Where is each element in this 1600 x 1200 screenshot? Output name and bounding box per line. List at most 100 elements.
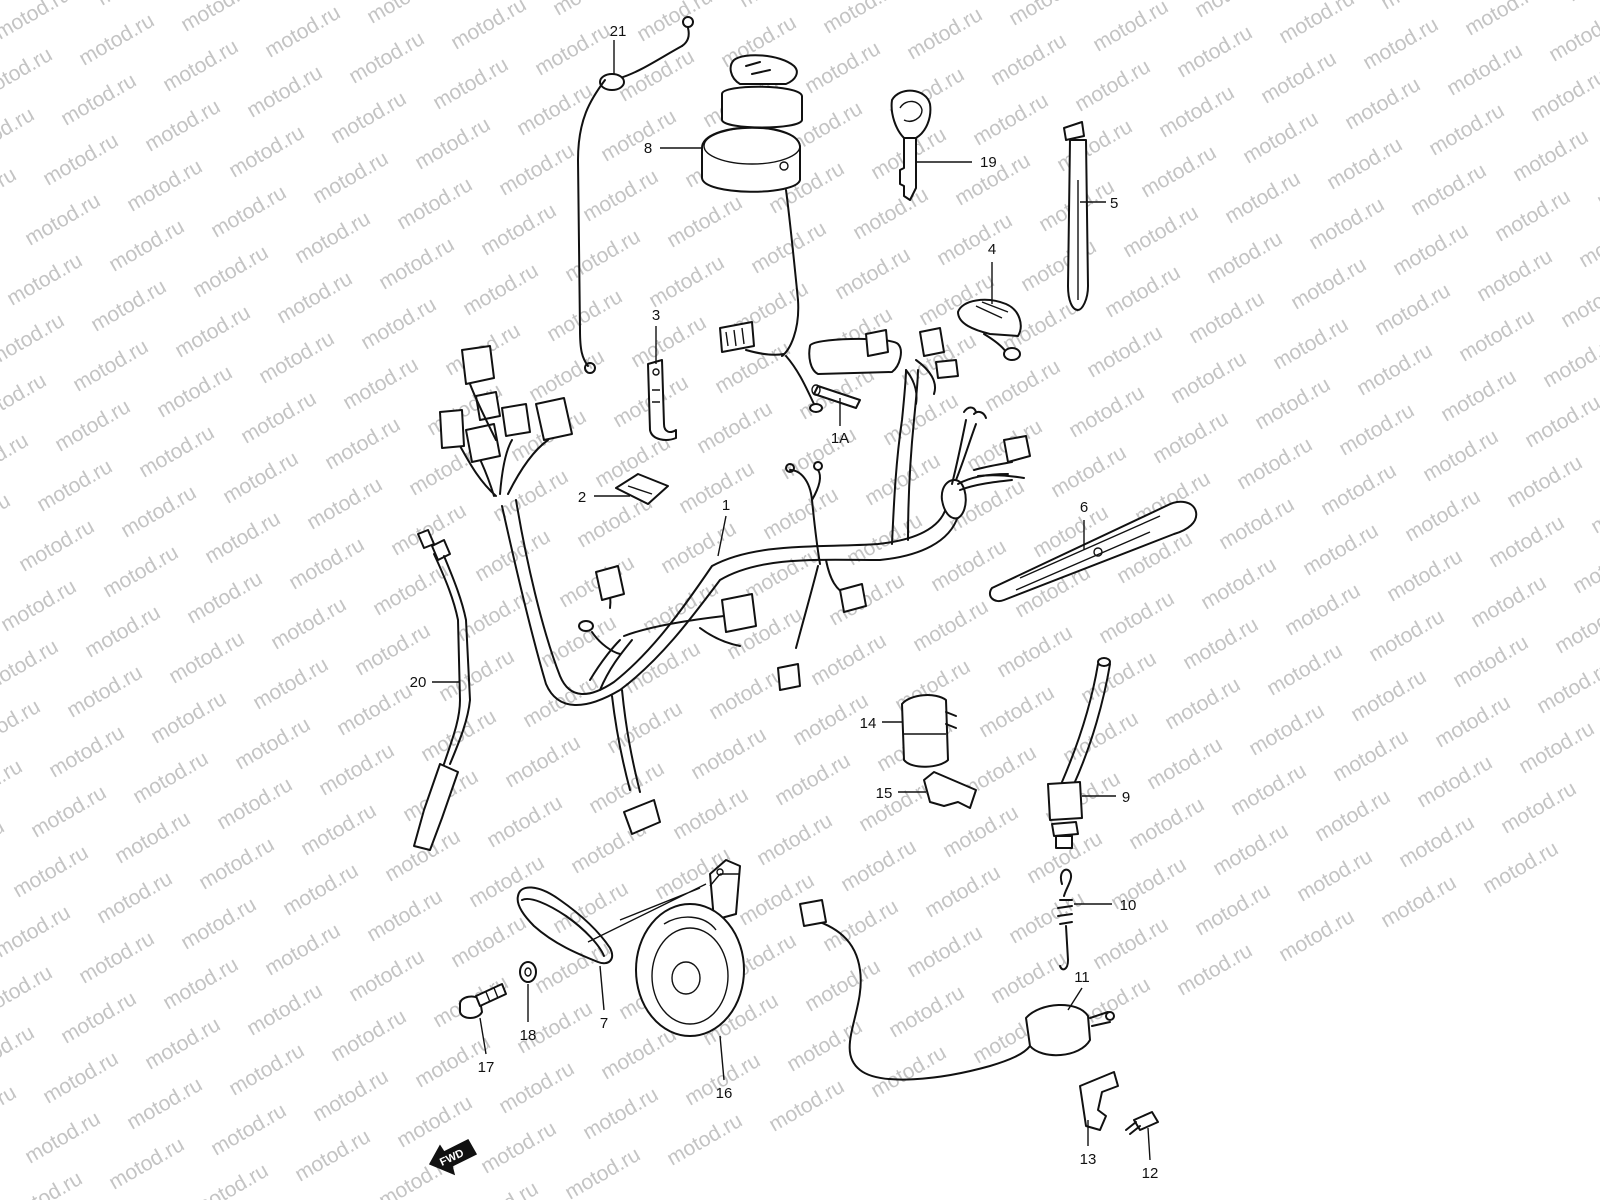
watermark-text: motod.ru (1341, 73, 1424, 134)
watermark-text: motod.ru (903, 3, 986, 64)
watermark-text: motod.ru (1167, 347, 1250, 408)
watermark-text: motod.ru (1269, 313, 1352, 374)
watermark-text: motod.ru (1173, 21, 1256, 82)
watermark-text: motod.ru (825, 569, 908, 630)
watermark-text: motod.ru (561, 1143, 644, 1200)
callout-1: 1 (722, 497, 730, 514)
watermark-text: motod.ru (1491, 185, 1574, 246)
watermark-text: motod.ru (303, 473, 386, 534)
watermark-text: motod.ru (633, 0, 716, 46)
watermark-text: motod.ru (543, 285, 626, 346)
watermark-text: motod.ru (1371, 279, 1454, 340)
watermark-text: motod.ru (1587, 477, 1600, 538)
watermark-text: motod.ru (201, 507, 284, 568)
watermark-text: motod.ru (279, 859, 362, 920)
watermark-text: motod.ru (45, 721, 128, 782)
watermark-text: motod.ru (537, 611, 620, 672)
watermark-text: motod.ru (1101, 261, 1184, 322)
watermark-text: motod.ru (267, 593, 350, 654)
watermark-text: motod.ru (477, 1117, 560, 1178)
watermark-text: motod.ru (801, 37, 884, 98)
watermark-text: motod.ru (9, 841, 92, 902)
watermark-text: motod.ru (1143, 733, 1226, 794)
watermark-text: motod.ru (687, 723, 770, 784)
watermark-text: motod.ru (0, 223, 2, 284)
watermark-text: motod.ru (285, 533, 368, 594)
watermark-text: motod.ru (231, 713, 314, 774)
watermark-text: motod.ru (549, 0, 632, 20)
watermark-text: motod.ru (1515, 717, 1598, 778)
part-9-switch (1047, 657, 1111, 849)
watermark-text: motod.ru (1215, 493, 1298, 554)
callout-12: 12 (1142, 1165, 1159, 1182)
watermark-text: motod.ru (1329, 725, 1412, 786)
watermark-text: motod.ru (21, 189, 104, 250)
watermark-text: motod.ru (261, 1, 344, 62)
watermark-text: motod.ru (363, 885, 446, 946)
part-2-band (615, 473, 669, 505)
watermark-text: motod.ru (93, 0, 176, 10)
watermark-text: motod.ru (1305, 193, 1388, 254)
part-1-wiring-harness (439, 327, 1031, 835)
watermark-text: motod.ru (1527, 65, 1600, 126)
watermark-text: motod.ru (1443, 39, 1526, 100)
watermark-text: motod.ru (1245, 699, 1328, 760)
watermark-text: motod.ru (1503, 451, 1586, 512)
watermark-text: motod.ru (849, 183, 932, 244)
watermark-text: motod.ru (75, 9, 158, 70)
watermark-text: motod.ru (477, 199, 560, 260)
watermark-text: motod.ru (1251, 373, 1334, 434)
watermark-text: motod.ru (483, 791, 566, 852)
callout-21: 21 (610, 23, 627, 40)
watermark-text: motod.ru (0, 1141, 2, 1200)
callout-20: 20 (410, 674, 427, 691)
callout-16: 16 (716, 1085, 733, 1102)
watermark-text: motod.ru (1203, 227, 1286, 288)
watermark-text: motod.ru (1227, 759, 1310, 820)
watermark-text: motod.ru (459, 1177, 542, 1200)
watermark-text: motod.ru (1233, 433, 1316, 494)
callout-13: 13 (1080, 1151, 1097, 1168)
watermark-text: motod.ru (765, 1075, 848, 1136)
watermark-text: motod.ru (153, 361, 236, 422)
watermark-text: motod.ru (1047, 441, 1130, 502)
watermark-text: motod.ru (735, 0, 818, 12)
watermark-text: motod.ru (921, 0, 1004, 4)
watermark-text: motod.ru (1431, 691, 1514, 752)
watermark-text: motod.ru (1221, 167, 1304, 228)
callout-5: 5 (1110, 195, 1118, 212)
watermark-text: motod.ru (1179, 613, 1262, 674)
watermark-text: motod.ru (243, 979, 326, 1040)
watermark-text: motod.ru (447, 0, 530, 54)
watermark-text: motod.ru (1413, 751, 1496, 812)
watermark-text: motod.ru (555, 551, 638, 612)
watermark-text: motod.ru (669, 783, 752, 844)
watermark-text: motod.ru (1467, 571, 1550, 632)
part-6-cover (988, 500, 1198, 602)
watermark-text: motod.ru (93, 867, 176, 928)
watermark-text: motod.ru (1569, 537, 1600, 598)
watermark-text: motod.ru (0, 429, 32, 490)
watermark-text: motod.ru (1425, 99, 1508, 160)
part-16-horn (635, 859, 745, 1037)
watermark-text: motod.ru (1005, 0, 1088, 30)
watermark-text: motod.ru (1461, 0, 1544, 40)
watermark-text: motod.ru (549, 877, 632, 938)
part-7-lead (516, 886, 614, 965)
watermark-text: motod.ru (753, 809, 836, 870)
watermark-text: motod.ru (1407, 159, 1490, 220)
watermark-text: motod.ru (189, 241, 272, 302)
watermark-text: motod.ru (117, 481, 200, 542)
watermark-text: motod.ru (1257, 47, 1340, 108)
watermark-text: motod.ru (33, 455, 116, 516)
watermark-text: motod.ru (1089, 0, 1172, 56)
callout-1a: 1A (831, 430, 849, 447)
watermark-text: motod.ru (819, 895, 902, 956)
watermark-text: motod.ru (771, 749, 854, 810)
watermark-text: motod.ru (1521, 391, 1600, 452)
watermark-text: motod.ru (579, 165, 662, 226)
watermark-text: motod.ru (309, 147, 392, 208)
callout-17: 17 (478, 1059, 495, 1076)
watermark-text: motod.ru (1359, 13, 1442, 74)
